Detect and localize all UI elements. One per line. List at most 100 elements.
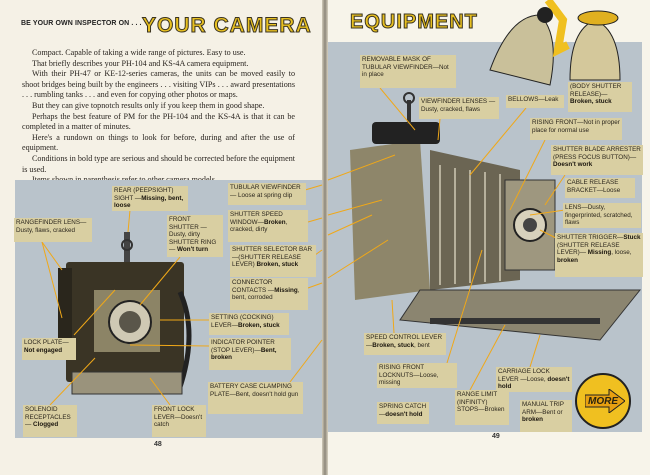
callout-text: CABLE RELEASE BRACKET—Loose <box>567 179 621 194</box>
callout-condition-serious: Broken, stuck <box>570 98 612 106</box>
left-page-title: YOUR CAMERA <box>142 14 312 38</box>
callout-carriage-lock-lever: CARRIAGE LOCK LEVER —Loose, doesn't hold <box>496 367 572 392</box>
paragraph: But they can give topnotch results only … <box>32 100 265 110</box>
callout-text: FRONT LOCK LEVER—Doesn't catch <box>154 406 203 429</box>
callout-text: BATTERY CASE CLAMPING PLATE—Bent, doesn'… <box>210 383 299 398</box>
callout-text: SPEED CONTROL LEVER — <box>366 334 443 349</box>
callout-setting-lever: SETTING (COCKING) LEVER—Broken, stuck <box>209 313 289 335</box>
callout-indicator-pointer: INDICATOR POINTER (STOP LEVER)—Bent, bro… <box>209 338 291 370</box>
callout-text: , bent <box>413 341 430 349</box>
paragraph: Conditions in bold type are serious and … <box>22 153 295 174</box>
callout-condition-serious: Broken, stuck <box>237 321 280 329</box>
intro-text: Compact. Capable of taking a wide range … <box>22 48 295 186</box>
callout-condition-serious: Missing <box>274 286 298 294</box>
paragraph: Here's a rundown on things to look for b… <box>22 132 295 153</box>
callout-rising-front-locknuts: RISING FRONT LOCKNUTS—Loose, missing <box>377 363 457 388</box>
callout-text: CONNECTOR CONTACTS — <box>232 279 275 294</box>
paragraph: Items shown in parenthesis refer to othe… <box>22 175 295 186</box>
callout-condition-serious: Broken, stuck <box>256 261 299 269</box>
callout-rangefinder-lens: RANGEFINDER LENS— Dusty, flaws, cracked <box>14 218 92 242</box>
cartoon-illustration <box>489 0 621 86</box>
callout-text: RISING FRONT—Not in proper place for nor… <box>532 119 620 134</box>
callout-text: SHUTTER SPEED WINDOW— <box>230 211 283 226</box>
callout-condition-serious: Bent, broken <box>211 346 277 362</box>
callout-manual-trip-arm: MANUAL TRIP ARM—Bent or broken <box>520 400 572 432</box>
callout-text: VIEWFINDER LENSES —Dusty, cracked, flaws <box>421 98 496 113</box>
callout-text: (BODY SHUTTER RELEASE)— <box>570 83 622 98</box>
callout-condition-serious: doesn't hold <box>385 410 423 418</box>
callout-text: (SHUTTER RELEASE LEVER)— <box>557 241 620 257</box>
callout-condition-serious: Won't turn <box>177 246 209 254</box>
side-camera-illustration <box>350 92 642 341</box>
callout-text: FRONT SHUTTER —Dusty, dirty SHUTTER RING… <box>169 216 217 254</box>
page-number-right: 49 <box>492 433 500 440</box>
arrow-right-icon <box>585 389 625 413</box>
paragraph: Perhaps the best feature of PM for the P… <box>22 111 295 132</box>
more-button[interactable]: MORE <box>575 373 631 429</box>
callout-text: CARRIAGE LOCK LEVER —Loose, <box>498 368 550 383</box>
callout-range-limit-stops: RANGE LIMIT (INFINITY) STOPS—Broken <box>455 390 509 425</box>
callout-condition-serious: Not engaged <box>24 346 63 354</box>
callout-condition-serious: Doesn't work <box>553 161 593 169</box>
callout-tubular-viewfinder: TUBULAR VIEWFINDER— Loose at spring clip <box>228 183 306 205</box>
callout-text: RISING FRONT LOCKNUTS—Loose, missing <box>379 364 439 387</box>
callout-text: LENS—Dusty, fingerprinted, scratched, fl… <box>565 204 633 227</box>
callout-text: SOLENOID RECEPTACLES— <box>25 406 71 429</box>
callout-front-shutter: FRONT SHUTTER —Dusty, dirty SHUTTER RING… <box>167 215 223 257</box>
callout-text: BELLOWS—Leak <box>508 96 559 103</box>
callout-shutter-blade-arrester: SHUTTER BLADE ARRESTER (PRESS FOCUS BUTT… <box>551 145 643 175</box>
callout-connector-contacts: CONNECTOR CONTACTS —Missing, bent, corro… <box>230 278 308 310</box>
front-camera-illustration <box>58 232 192 395</box>
callout-bellows: BELLOWS—Leak <box>506 95 564 108</box>
callout-condition-serious: Broken, stuck <box>372 341 414 349</box>
kicker-heading: BE YOUR OWN INSPECTOR ON . . . <box>21 20 142 27</box>
callout-text: SHUTTER SELECTOR BAR—(SHUTTER RELEASE LE… <box>232 246 313 269</box>
callout-text: TUBULAR VIEWFINDER— Loose at spring clip <box>230 184 301 199</box>
callout-solenoid-receptacles: SOLENOID RECEPTACLES— Clogged <box>23 405 77 437</box>
more-button-label: MORE <box>588 395 618 407</box>
callout-text: RANGEFINDER LENS— Dusty, flaws, cracked <box>16 219 87 234</box>
callout-text: SETTING (COCKING) LEVER— <box>211 314 274 329</box>
callout-condition-serious: doesn't hold <box>498 375 570 391</box>
callout-condition-serious: Missing, bent, loose <box>114 194 184 210</box>
callout-speed-control-lever: SPEED CONTROL LEVER —Broken, stuck, bent <box>364 333 446 355</box>
callout-spring-catch: SPRING CATCH —doesn't hold <box>377 402 429 424</box>
callout-viewfinder-lenses: VIEWFINDER LENSES —Dusty, cracked, flaws <box>419 97 499 119</box>
callout-text: , cracked, dirty <box>230 218 288 234</box>
callout-text: MANUAL TRIP ARM—Bent or <box>522 401 564 416</box>
paragraph: Compact. Capable of taking a wide range … <box>32 48 246 57</box>
callout-condition-serious: broken <box>557 256 578 264</box>
callout-front-lock-lever: FRONT LOCK LEVER—Doesn't catch <box>152 405 206 437</box>
callout-condition-serious: Clogged <box>33 421 59 429</box>
callout-text: RANGE LIMIT (INFINITY) STOPS—Broken <box>457 391 505 414</box>
callout-lock-plate: LOCK PLATE— Not engaged <box>22 338 76 360</box>
callout-cable-release-bracket: CABLE RELEASE BRACKET—Loose <box>565 178 635 198</box>
callout-text: INDICATOR POINTER (STOP LEVER)— <box>211 339 275 354</box>
callout-body-shutter-release: (BODY SHUTTER RELEASE)— Broken, stuck <box>568 82 632 112</box>
callout-rising-front: RISING FRONT—Not in proper place for nor… <box>530 118 622 140</box>
callout-text: SPRING CATCH — <box>379 403 427 418</box>
callout-text: LOCK PLATE— <box>24 339 69 346</box>
callout-removable-mask: REMOVABLE MASK OF TUBULAR VIEWFINDER—Not… <box>360 55 456 88</box>
callout-text: REMOVABLE MASK OF TUBULAR VIEWFINDER—Not… <box>362 56 449 79</box>
callout-condition-serious: broken <box>522 416 543 424</box>
callout-battery-case: BATTERY CASE CLAMPING PLATE—Bent, doesn'… <box>208 382 303 414</box>
callout-lens: LENS—Dusty, fingerprinted, scratched, fl… <box>563 203 641 228</box>
right-page-title: EQUIPMENT <box>350 11 478 34</box>
callout-condition-serious: Broken <box>263 218 286 226</box>
page-number-left: 48 <box>154 441 162 448</box>
callout-rear-sight: REAR (PEEPSIGHT) SIGHT —Missing, bent, l… <box>112 186 188 211</box>
callout-text: SHUTTER TRIGGER— <box>557 234 624 241</box>
callout-text: , bent, corroded <box>232 286 300 302</box>
book-gutter <box>322 0 328 475</box>
callout-shutter-speed-window: SHUTTER SPEED WINDOW—Broken, cracked, di… <box>228 210 308 242</box>
paragraph: With their PH-47 or KE-12-series cameras… <box>22 69 295 100</box>
callout-condition-serious: Stuck <box>623 234 641 241</box>
callout-text: REAR (PEEPSIGHT) SIGHT — <box>114 187 174 202</box>
callout-shutter-trigger: SHUTTER TRIGGER—Stuck (SHUTTER RELEASE L… <box>555 233 643 277</box>
callout-condition-serious: Missing <box>587 249 612 257</box>
callout-text: SHUTTER BLADE ARRESTER (PRESS FOCUS BUTT… <box>553 146 641 161</box>
paragraph: That briefly describes your PH-104 and K… <box>32 58 249 68</box>
callout-shutter-selector-bar: SHUTTER SELECTOR BAR—(SHUTTER RELEASE LE… <box>230 245 316 277</box>
